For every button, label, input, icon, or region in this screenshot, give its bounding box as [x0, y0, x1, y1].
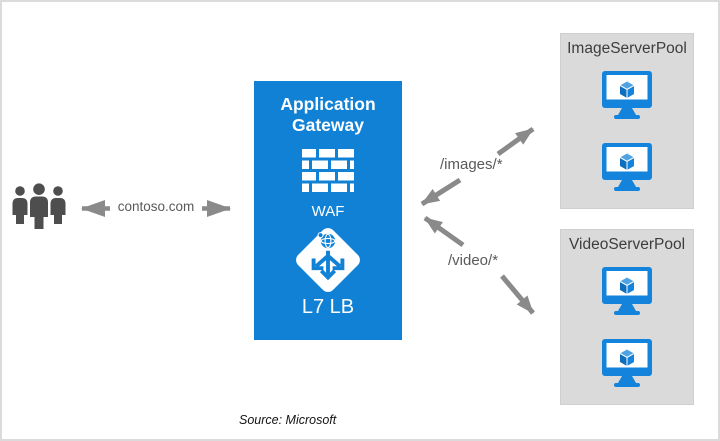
waf-label: WAF [311, 203, 345, 221]
domain-label: contoso.com [117, 199, 195, 214]
image-server-pool: ImageServerPool [560, 33, 694, 209]
vm-icon [602, 339, 652, 387]
firewall-brick-icon [302, 149, 354, 193]
pool-title: VideoServerPool [568, 236, 686, 253]
pool-title: ImageServerPool [567, 40, 687, 57]
route-label-video: /video/* [448, 252, 499, 269]
application-gateway-box: Application Gateway WAF [254, 81, 402, 340]
route-label-images: /images/* [440, 156, 503, 173]
vm-icon [602, 143, 652, 191]
app-gateway-lb-icon [296, 228, 360, 293]
users-icon [12, 183, 66, 229]
source-caption: Source: Microsoft [239, 413, 337, 427]
l7-lb-label: L7 LB [301, 296, 355, 319]
vm-icon [602, 267, 652, 315]
vm-icon [602, 71, 652, 119]
video-server-pool: VideoServerPool [560, 229, 694, 405]
gateway-title: Application Gateway [280, 94, 376, 135]
